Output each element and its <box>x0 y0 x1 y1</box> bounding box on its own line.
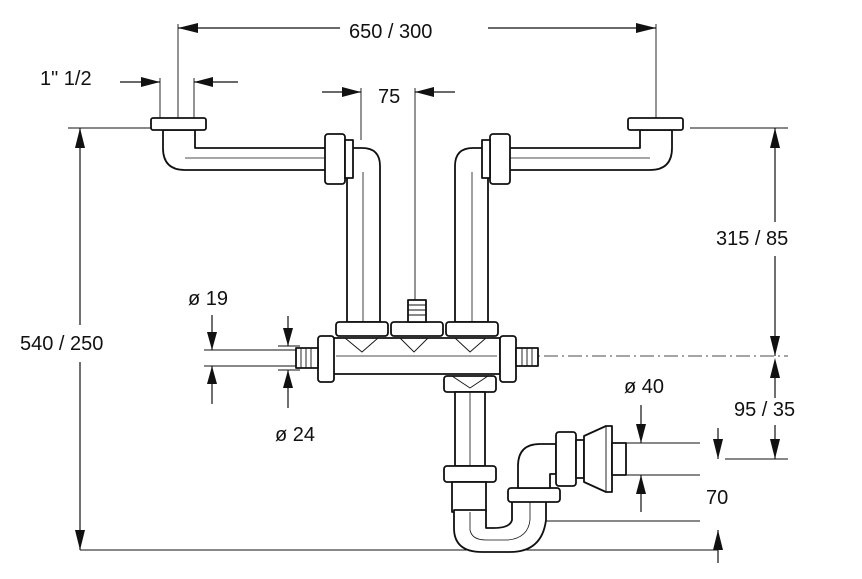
dim-center-spacing-label: 75 <box>378 86 400 108</box>
right-inlet-pipe <box>454 117 684 323</box>
dim-outlet-diameter-label: ø 40 <box>624 376 664 398</box>
dim-dishwasher-inner-label: ø 19 <box>188 288 228 310</box>
left-inlet-pipe <box>150 117 381 323</box>
dim-dishwasher-outer-label: ø 24 <box>275 424 315 446</box>
dimension-lines <box>68 23 788 563</box>
dim-trap-offset-label: 70 <box>706 487 728 509</box>
dim-outlet-height-label: 95 / 35 <box>734 399 795 421</box>
dim-inlet-size-label: 1" 1/2 <box>40 68 92 90</box>
tailpiece-and-trap <box>443 375 627 553</box>
dim-total-height-label: 540 / 250 <box>20 333 103 355</box>
dim-inlet-height-label: 315 / 85 <box>716 228 788 250</box>
dim-overall-width-label: 650 / 300 <box>349 21 432 43</box>
manifold-body <box>295 299 539 383</box>
